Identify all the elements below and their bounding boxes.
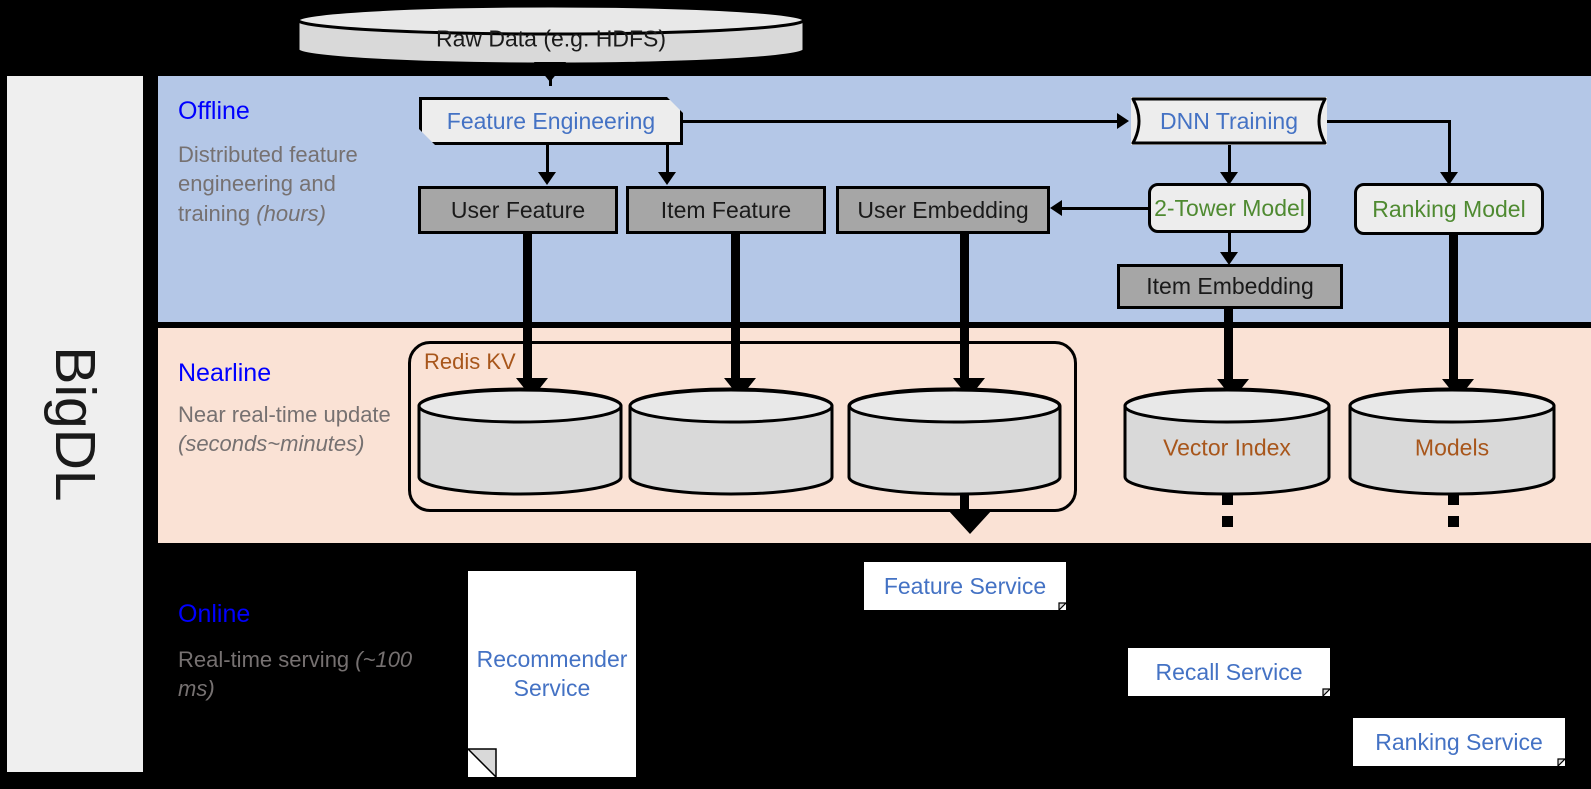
connector-dnn-ranking-v [1448, 120, 1451, 177]
nearline-desc-text: Near real-time update [178, 402, 391, 427]
connector-dnn-twotower [1228, 145, 1231, 177]
ranking-model-label: Ranking Model [1372, 195, 1526, 222]
node-item-feature[interactable]: Item Feature [626, 186, 826, 234]
node-user-feature[interactable]: User Feature [418, 186, 618, 234]
node-two-tower-model[interactable]: 2-Tower Model [1148, 183, 1311, 233]
feature-engineering-label: Feature Engineering [446, 107, 656, 134]
nearline-desc-italic: (seconds~minutes) [178, 431, 365, 457]
dash-models-2 [1448, 516, 1459, 527]
raw-data-shape [296, 4, 806, 66]
nearline-description: Near real-time update (seconds~minutes) [178, 400, 413, 459]
online-description: Real-time serving (~100 ms) [178, 645, 413, 704]
arrow-fe-dnn [1117, 113, 1129, 129]
ranking-service-shape [1353, 718, 1565, 766]
online-desc-italic: (~100 ms) [178, 647, 413, 702]
arrow-redis-featureservice [948, 510, 992, 534]
item-embedding-label: Item Embedding [1146, 273, 1314, 299]
connector-twotower-userembedding [1062, 207, 1150, 210]
connector-userembedding-store [960, 234, 969, 382]
offline-desc-italic: (hours) [256, 200, 326, 226]
recommender-service-label: Recommender Service [476, 646, 628, 701]
vector-index-shape [1123, 387, 1331, 496]
connector-fe-userfeature [546, 145, 549, 175]
user-embedding-label: User Embedding [857, 196, 1029, 223]
models-cylinder[interactable]: Models [1348, 387, 1556, 496]
arrow-fe-itemfeature [658, 172, 676, 185]
connector-redis-featureservice [960, 495, 969, 515]
redis-kv-group [408, 341, 1077, 512]
arrow-dnn-twotower [1220, 172, 1238, 185]
dash-vectorindex-2 [1222, 516, 1233, 527]
ranking-service-label: Ranking Service [1375, 728, 1543, 755]
feature-service-label: Feature Service [883, 572, 1047, 599]
store-cylinder-3-shape [847, 387, 1062, 496]
bigdl-label: BigDL [43, 346, 107, 502]
node-feature-service[interactable]: Feature Service [864, 562, 1066, 610]
vector-index-cylinder[interactable]: Vector Index [1123, 387, 1331, 496]
dash-vectorindex-1 [1222, 494, 1233, 505]
recommender-service-shape [468, 571, 636, 777]
recall-service-shape [1128, 648, 1330, 696]
store-cylinder-item-feature [628, 387, 834, 496]
connector-itemembedding-vectorindex [1224, 309, 1233, 385]
arrow-rawdata-fe [534, 62, 566, 82]
store-cylinder-2-shape [628, 387, 834, 496]
redis-kv-label: Redis KV [424, 349, 516, 374]
connector-fe-dnn [683, 120, 1117, 123]
connector-fe-itemfeature [666, 145, 669, 175]
online-title: Online [178, 600, 251, 628]
arrow-twotower-userembedding [1050, 200, 1062, 216]
recall-service-label: Recall Service [1155, 658, 1303, 685]
item-feature-label: Item Feature [660, 196, 792, 223]
nearline-title: Nearline [178, 359, 272, 387]
arrow-twotower-itemembedding [1220, 252, 1238, 265]
node-user-embedding[interactable]: User Embedding [836, 186, 1050, 234]
dash-models-1 [1448, 494, 1459, 505]
connector-twotower-itemembedding [1228, 233, 1231, 261]
node-ranking-service[interactable]: Ranking Service [1353, 718, 1565, 766]
offline-description: Distributed feature engineering and trai… [178, 140, 413, 228]
store-cylinder-user-embedding [847, 387, 1062, 496]
user-feature-label: User Feature [450, 196, 586, 223]
two-tower-model-label: 2-Tower Model [1154, 194, 1305, 221]
dnn-training-shape [1131, 97, 1327, 145]
node-ranking-model[interactable]: Ranking Model [1354, 183, 1544, 235]
models-shape [1348, 387, 1556, 496]
connector-itemfeature-store [731, 234, 740, 382]
connector-rankingmodel-models [1449, 235, 1458, 385]
connector-dnn-ranking-h [1327, 120, 1451, 123]
dnn-training-label: DNN Training [1159, 107, 1299, 134]
online-desc-text: Real-time serving [178, 647, 356, 672]
node-feature-engineering[interactable]: Feature Engineering [419, 97, 683, 145]
node-dnn-training[interactable]: DNN Training [1131, 97, 1327, 145]
offline-title: Offline [178, 97, 250, 125]
store-cylinder-user-feature [417, 387, 623, 496]
node-recommender-service[interactable]: Recommender Service [468, 571, 636, 777]
bigdl-sidebar: BigDL [7, 76, 143, 772]
connector-userfeature-store [523, 234, 532, 382]
arrow-dnn-ranking [1440, 172, 1458, 185]
offline-desc-text: Distributed feature engineering and trai… [178, 142, 358, 226]
store-cylinder-1-shape [417, 387, 623, 496]
raw-data-cylinder: Raw Data (e.g. HDFS) [296, 4, 806, 66]
node-item-embedding[interactable]: Item Embedding [1117, 264, 1343, 309]
feature-service-shape [864, 562, 1066, 610]
node-recall-service[interactable]: Recall Service [1128, 648, 1330, 696]
arrow-fe-userfeature [538, 172, 556, 185]
